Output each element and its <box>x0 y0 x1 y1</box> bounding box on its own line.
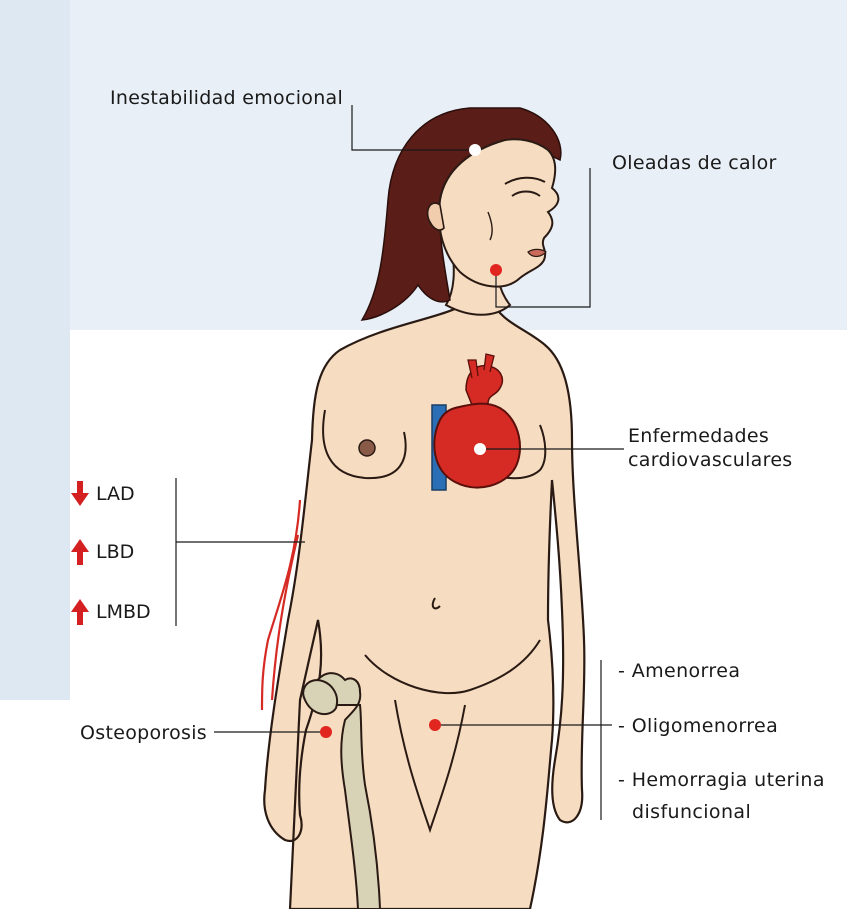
label-emotional-instability: Inestabilidad emocional <box>110 86 343 110</box>
label-osteoporosis: Osteoporosis <box>80 721 207 745</box>
arrow-up-icon <box>70 599 90 625</box>
marker-hot-flashes <box>490 264 502 276</box>
arrow-up-icon <box>70 539 90 565</box>
label-cardiovascular-line2: cardiovasculares <box>628 448 793 472</box>
label-hot-flashes: Oleadas de calor <box>612 151 777 175</box>
nipple <box>359 440 375 456</box>
menstrual-item-hemorragia-cont: disfuncional <box>632 799 751 825</box>
marker-osteoporosis <box>320 726 332 738</box>
bone-density-lad: LAD <box>96 482 135 506</box>
label-cardiovascular-line1: Enfermedades <box>628 424 793 448</box>
marker-menstrual <box>429 719 441 731</box>
marker-cardio <box>474 443 486 455</box>
label-cardiovascular: Enfermedades cardiovasculares <box>628 424 793 472</box>
menstrual-item-hemorragia: - Hemorragia uterina <box>618 767 825 793</box>
body-outline <box>264 300 584 909</box>
menstrual-item-oligomenorrea: - Oligomenorrea <box>618 713 778 739</box>
bone-density-lmbd: LMBD <box>96 600 151 624</box>
bone-density-lbd: LBD <box>96 540 134 564</box>
menstrual-item-amenorrea: - Amenorrea <box>618 658 740 684</box>
marker-emotional <box>469 144 481 156</box>
arrow-down-icon <box>70 481 90 507</box>
